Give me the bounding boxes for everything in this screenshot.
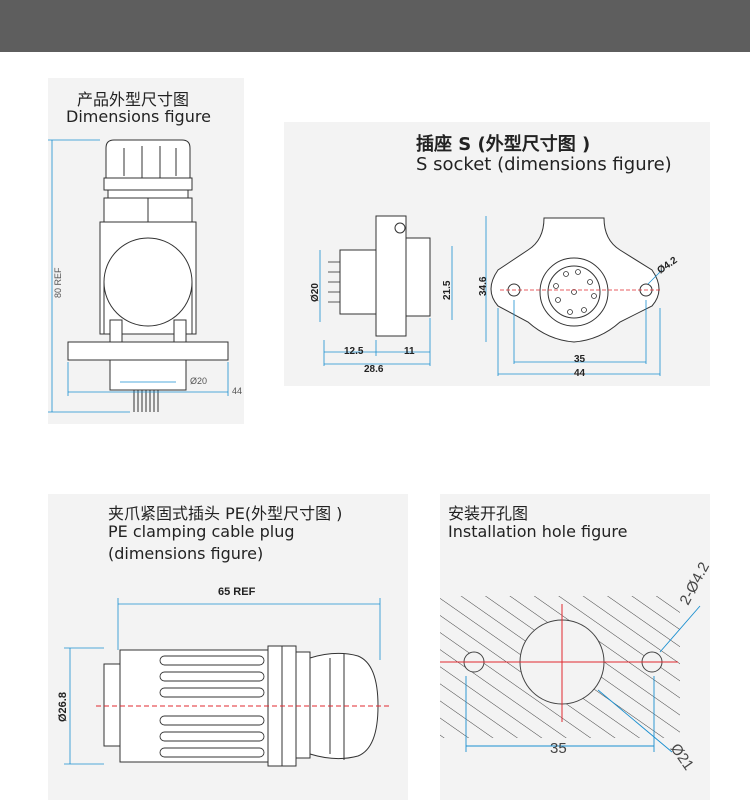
socket-h-dim: 21.5 — [442, 280, 453, 300]
dim-holes-2-4-2: 2-Ø4.2 — [677, 559, 714, 607]
dim-plug-65-ref: 65 REF — [218, 586, 256, 598]
dim-socket-11: 11 — [404, 346, 415, 357]
dim-width-44: 44 — [232, 386, 243, 396]
dim-socket-dia-20: Ø20 — [310, 283, 321, 302]
socket-dia-dim: Ø20 — [310, 283, 321, 302]
dim-hole-pitch-35: 35 — [550, 740, 567, 757]
panel1-height-dim: 80 REF — [53, 267, 63, 298]
dim-socket-28-6: 28.6 — [364, 364, 384, 375]
dim-plug-dia-26-8: Ø26.8 — [57, 692, 69, 722]
dim-80-ref: 80 REF — [53, 267, 63, 298]
dim-socket-12-5: 12.5 — [344, 346, 364, 357]
dim-socket-21-5: 21.5 — [442, 280, 453, 300]
panel2-title-en: S socket (dimensions figure) — [416, 154, 672, 175]
panel4-title-cn: 安装开孔图 — [448, 504, 529, 523]
dim-socket-44: 44 — [574, 368, 586, 379]
dim-socket-35: 35 — [574, 354, 586, 365]
top-banner — [0, 0, 750, 52]
panel3-title-en-2: (dimensions figure) — [108, 544, 264, 563]
plug-dia-dim: Ø26.8 — [57, 692, 69, 722]
panel3-title-cn: 夹爪紧固式插头 PE(外型尺寸图 ) — [108, 504, 343, 523]
hole-count-dim: 2-Ø4.2 — [677, 559, 714, 607]
panel4-title-en: Installation hole figure — [448, 522, 628, 541]
center-hole-dim: Ø21 — [667, 741, 697, 774]
socket-flange-dim: 34.6 — [478, 276, 489, 296]
panel3-title-en-1: PE clamping cable plug — [108, 522, 295, 541]
dim-socket-34-6: 34.6 — [478, 276, 489, 296]
dim-center-21: Ø21 — [667, 741, 697, 774]
panel1-title-en: Dimensions figure — [66, 107, 211, 126]
panel2-title-cn: 插座 S (外型尺寸图 ) — [416, 134, 591, 155]
socket-hole-dim: Ø4.2 — [655, 255, 679, 277]
dim-dia-20: Ø20 — [190, 376, 208, 386]
panel1-title-cn: 产品外型尺寸图 — [77, 90, 190, 109]
